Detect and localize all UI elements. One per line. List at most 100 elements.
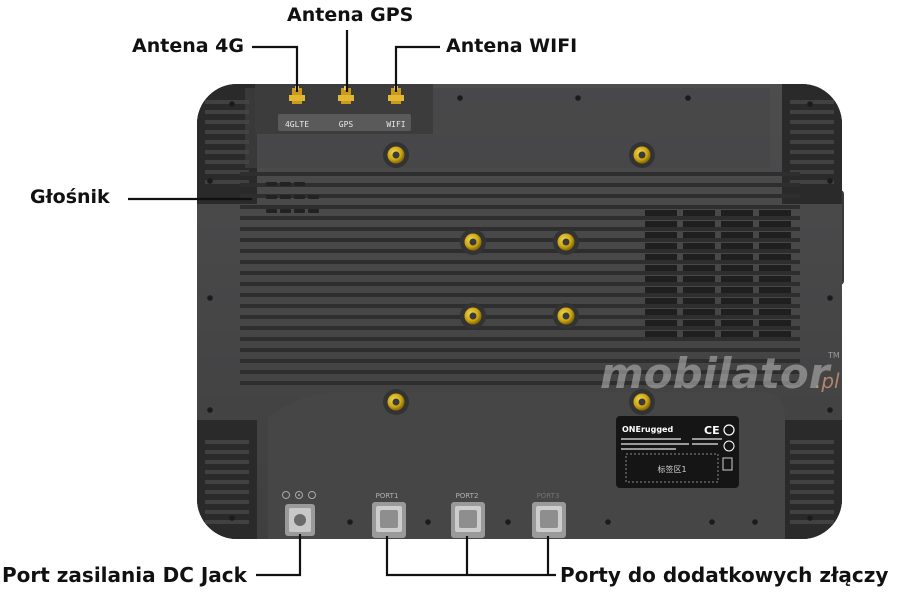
edge-screw-icon (752, 519, 758, 525)
corner-rib (790, 150, 834, 154)
vent-slot (683, 331, 715, 337)
leader-4g (252, 45, 299, 92)
leader-lines (128, 30, 556, 577)
vent-slot (683, 221, 715, 227)
vent-slot (645, 320, 677, 326)
product-label-plate: ONErugged CE 标签区1 (616, 416, 739, 488)
corner-rib (205, 120, 249, 124)
edge-screw-icon (827, 178, 833, 184)
corner-rib (790, 450, 834, 454)
edge-screw-icon (229, 515, 235, 521)
vent-slot (721, 320, 753, 326)
corner-rib (205, 520, 249, 524)
corner-rib (205, 140, 249, 144)
mount-screws (383, 142, 655, 415)
edge-screw-icon (207, 407, 213, 413)
edge-screw-icon (605, 519, 611, 525)
fin-groove (240, 260, 800, 264)
corner-rib (790, 100, 834, 104)
port2-label: PORT2 (456, 492, 479, 500)
vent-slot (645, 331, 677, 337)
corner-rib (205, 160, 249, 164)
corner-rib (205, 150, 249, 154)
speaker-slot (266, 209, 277, 213)
speaker-slot (280, 209, 291, 213)
corner-rib (205, 490, 249, 494)
recycle-bin-icon (722, 457, 733, 471)
port1-label: PORT1 (376, 492, 399, 500)
vent-slot (721, 331, 753, 337)
fin-groove (240, 381, 800, 385)
edge-screw-icon (207, 295, 213, 301)
corner-rib (205, 470, 249, 474)
fin-groove (240, 293, 800, 297)
corner-rib (205, 110, 249, 114)
callout-speaker: Głośnik (30, 186, 110, 208)
edge-screw-icon (827, 407, 833, 413)
watermark-tm: TM (827, 351, 840, 360)
speaker-slot (308, 195, 319, 199)
corner-rib (790, 460, 834, 464)
vent-slot (683, 232, 715, 238)
vent-slot (645, 309, 677, 315)
callout-dc-jack: Port zasilania DC Jack (2, 563, 247, 587)
vent-slot (721, 298, 753, 304)
screw-hole (469, 238, 477, 246)
vent-slot (683, 210, 715, 216)
corner-rib (205, 170, 249, 174)
vent-slot (721, 276, 753, 282)
vent-slot (759, 298, 791, 304)
corner-rib (790, 170, 834, 174)
cert-mark-icon (723, 424, 735, 436)
corner-ribs (205, 100, 834, 524)
brand-label: ONErugged (622, 425, 673, 434)
screw-hole (392, 398, 400, 406)
screw-hole (562, 312, 570, 320)
vent-slot (683, 298, 715, 304)
leader-dc-jack (256, 534, 302, 577)
fin-groove (240, 282, 800, 286)
vent-slot (721, 210, 753, 216)
speaker-grille (266, 182, 319, 213)
vent-slot (683, 243, 715, 249)
dc-jack-connector-icon (285, 504, 315, 536)
vent-slot (683, 309, 715, 315)
vent-slot (683, 265, 715, 271)
vent-slot (721, 232, 753, 238)
watermark-suffix: .pl (815, 369, 840, 393)
corner-rib (790, 130, 834, 134)
vent-slot (645, 221, 677, 227)
screw-hole (392, 151, 400, 159)
corner-rib (205, 450, 249, 454)
vent-slot (721, 254, 753, 260)
vent-slot (759, 210, 791, 216)
vent-slot (683, 287, 715, 293)
edge-screw-icon (709, 519, 715, 525)
edge-screw-icon (827, 295, 833, 301)
leader-ports (385, 536, 556, 577)
edge-screw-icon (207, 178, 213, 184)
vent-slot (721, 221, 753, 227)
leader-wifi (394, 45, 440, 92)
edge-screw-icon (575, 95, 581, 101)
speaker-slot (280, 195, 291, 199)
corner-rib (790, 140, 834, 144)
fin-groove (240, 172, 800, 176)
vent-slot (721, 287, 753, 293)
vent-slot (721, 243, 753, 249)
corner-rib (790, 110, 834, 114)
callout-antenna-4g: Antena 4G (132, 35, 244, 57)
edge-screw-icon (425, 519, 431, 525)
fin-groove (240, 304, 800, 308)
fin-groove (240, 359, 800, 363)
speaker-slot (266, 182, 277, 186)
speaker-slot (280, 182, 291, 186)
port3-connector-icon (532, 502, 566, 538)
corner-rib (790, 440, 834, 444)
vent-slot (683, 254, 715, 260)
vent-slot (759, 265, 791, 271)
fin-groove (240, 271, 800, 275)
screw-hole (562, 238, 570, 246)
